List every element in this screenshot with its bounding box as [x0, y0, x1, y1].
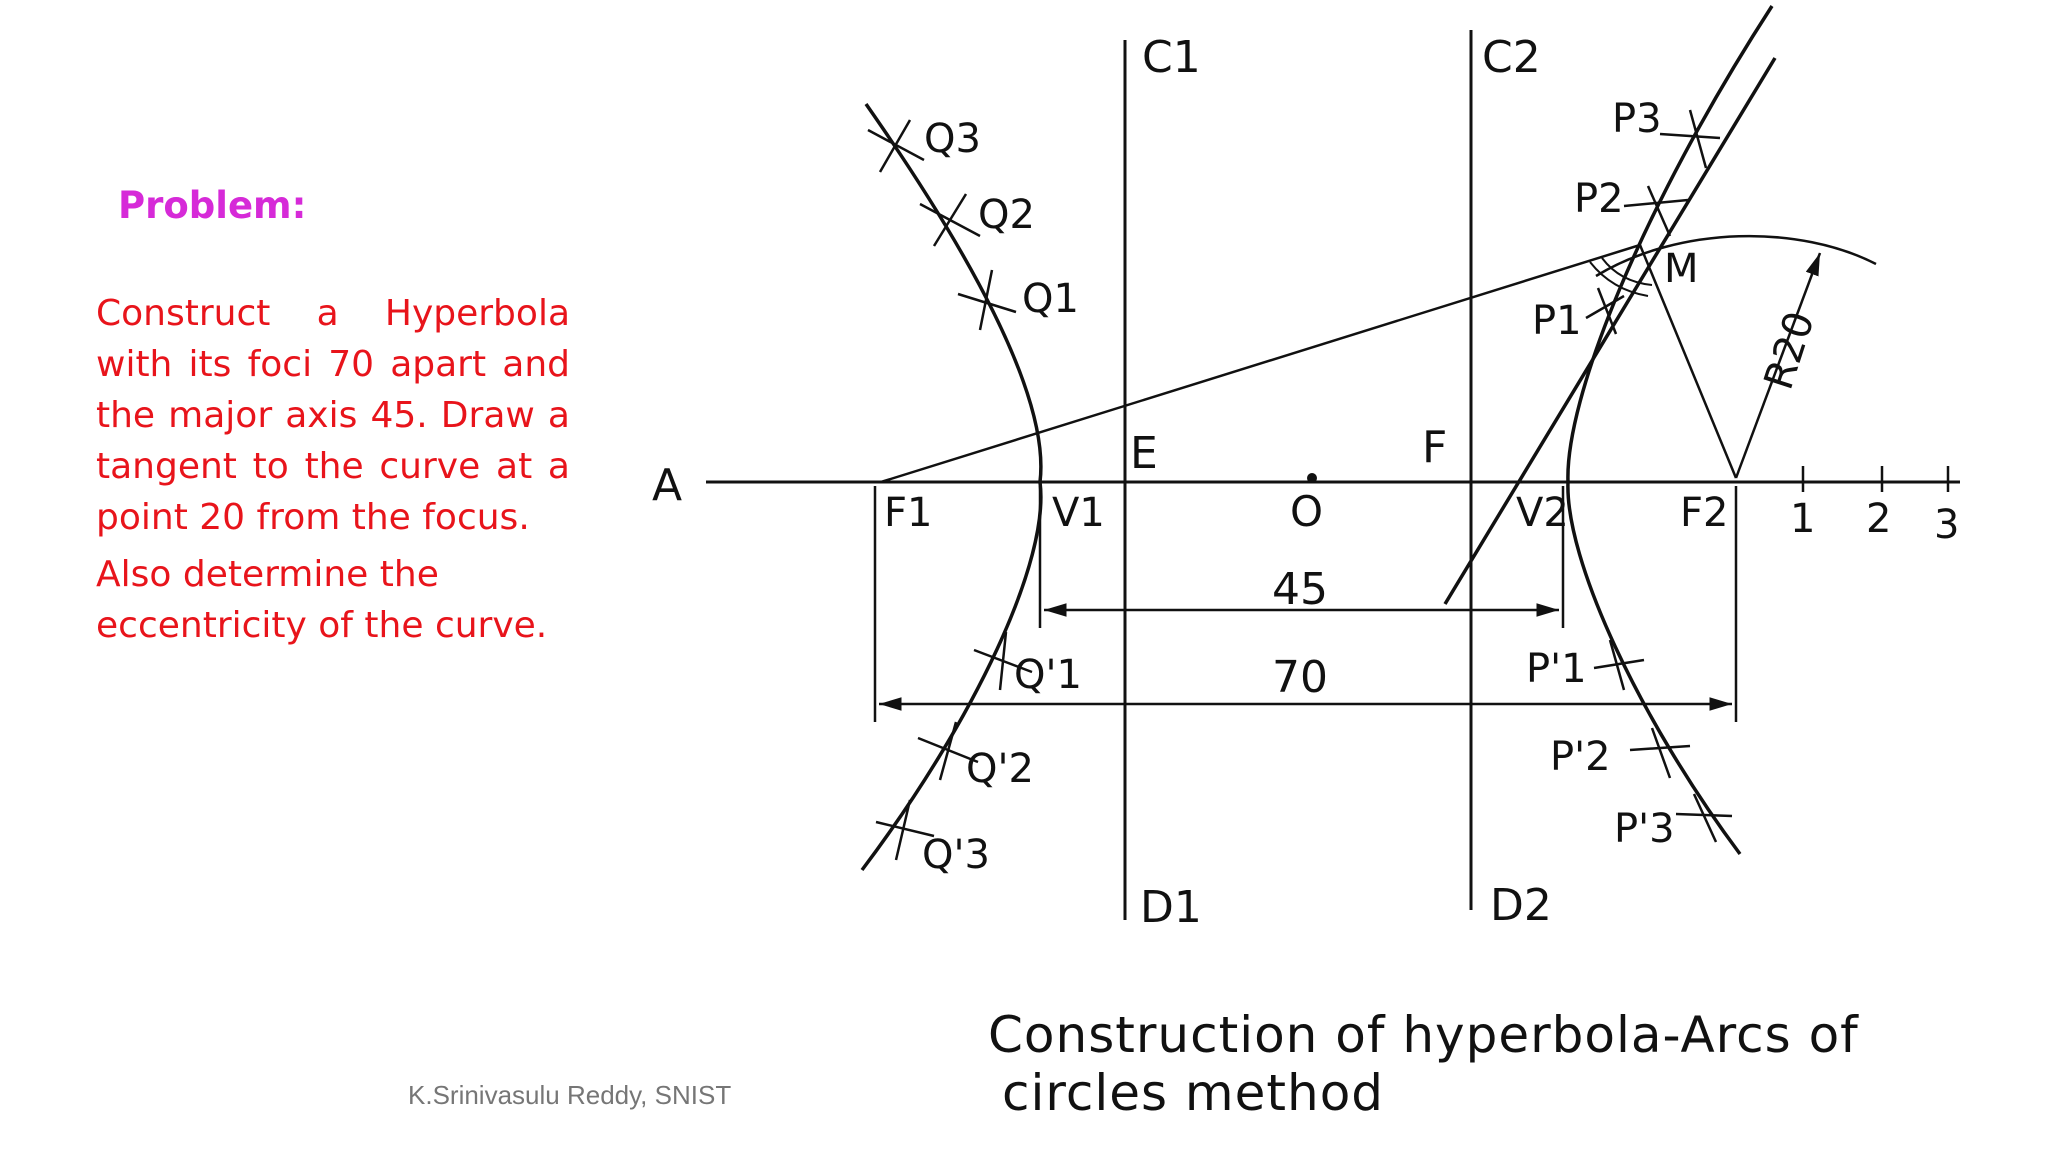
- figure-caption: Construction of hyperbola-Arcs of circle…: [988, 1006, 1859, 1122]
- label-v2: V2: [1516, 490, 1569, 536]
- label-a: A: [652, 460, 682, 511]
- label-q1: Q1: [1022, 276, 1079, 322]
- label-p2: P2: [1574, 176, 1624, 222]
- angle-mark-1: [1589, 261, 1649, 297]
- dimension-70-label: 70: [1272, 652, 1328, 703]
- dimension-45-label: 45: [1272, 564, 1328, 615]
- centre-point: [1307, 473, 1317, 483]
- cross-q2p: [917, 721, 979, 781]
- label-f2: F2: [1680, 490, 1728, 536]
- line-m-f2: [1638, 244, 1738, 479]
- label-p3p: P'3: [1614, 806, 1675, 852]
- hyperbola-right-branch: [1566, 5, 1774, 856]
- problem-extra: Also determine the eccentricity of the c…: [96, 554, 548, 646]
- cross-p2p: [1629, 727, 1691, 779]
- label-f1: F1: [884, 490, 932, 536]
- label-f: F: [1422, 422, 1447, 473]
- label-e: E: [1130, 428, 1158, 479]
- label-scale-1: 1: [1790, 496, 1815, 542]
- label-m: M: [1664, 246, 1699, 292]
- label-d1: D1: [1140, 882, 1202, 933]
- label-q3: Q3: [924, 116, 981, 162]
- label-o: O: [1290, 487, 1323, 536]
- label-q2p: Q'2: [966, 746, 1034, 792]
- label-p1: P1: [1532, 298, 1582, 344]
- angle-mark-2: [1601, 257, 1653, 286]
- caption-line-1: Construction of hyperbola-Arcs of: [988, 1006, 1859, 1064]
- label-v1: V1: [1052, 490, 1105, 536]
- cross-p1: [1585, 287, 1625, 335]
- tangent-line: [1443, 57, 1777, 605]
- label-p1p: P'1: [1526, 646, 1587, 692]
- problem-heading: Problem:: [118, 184, 307, 227]
- cross-q3: [867, 119, 925, 173]
- cross-marks: [867, 109, 1733, 861]
- label-q3p: Q'3: [922, 832, 990, 878]
- cross-q1p: [973, 631, 1033, 691]
- label-c2: C2: [1482, 32, 1541, 83]
- cross-p1p: [1593, 639, 1645, 691]
- cross-p3: [1659, 109, 1721, 169]
- radius-line: [1734, 252, 1822, 479]
- label-scale-2: 2: [1866, 496, 1891, 542]
- label-c1: C1: [1142, 32, 1201, 83]
- label-d2: D2: [1490, 880, 1552, 931]
- cross-p2: [1623, 185, 1689, 237]
- cross-q2: [919, 193, 981, 247]
- cross-q3p: [875, 799, 935, 861]
- radius-label: R20: [1756, 306, 1824, 395]
- label-scale-3: 3: [1934, 502, 1959, 548]
- label-p2p: P'2: [1550, 734, 1611, 780]
- caption-line-2: circles method: [1002, 1064, 1385, 1122]
- author-credit: K.Srinivasulu Reddy, SNIST: [408, 1080, 732, 1110]
- problem-statement: Construct a Hyperbola with its foci 70 a…: [96, 293, 570, 538]
- problem-text: Construct a Hyperbola with its foci 70 a…: [96, 288, 570, 651]
- label-q1p: Q'1: [1014, 652, 1082, 698]
- cross-p3p: [1675, 793, 1733, 843]
- line-f1-m: [880, 243, 1641, 484]
- radius-arc: [1595, 234, 1877, 278]
- cross-q1: [957, 269, 1017, 331]
- label-p3: P3: [1612, 96, 1662, 142]
- label-q2: Q2: [978, 192, 1035, 238]
